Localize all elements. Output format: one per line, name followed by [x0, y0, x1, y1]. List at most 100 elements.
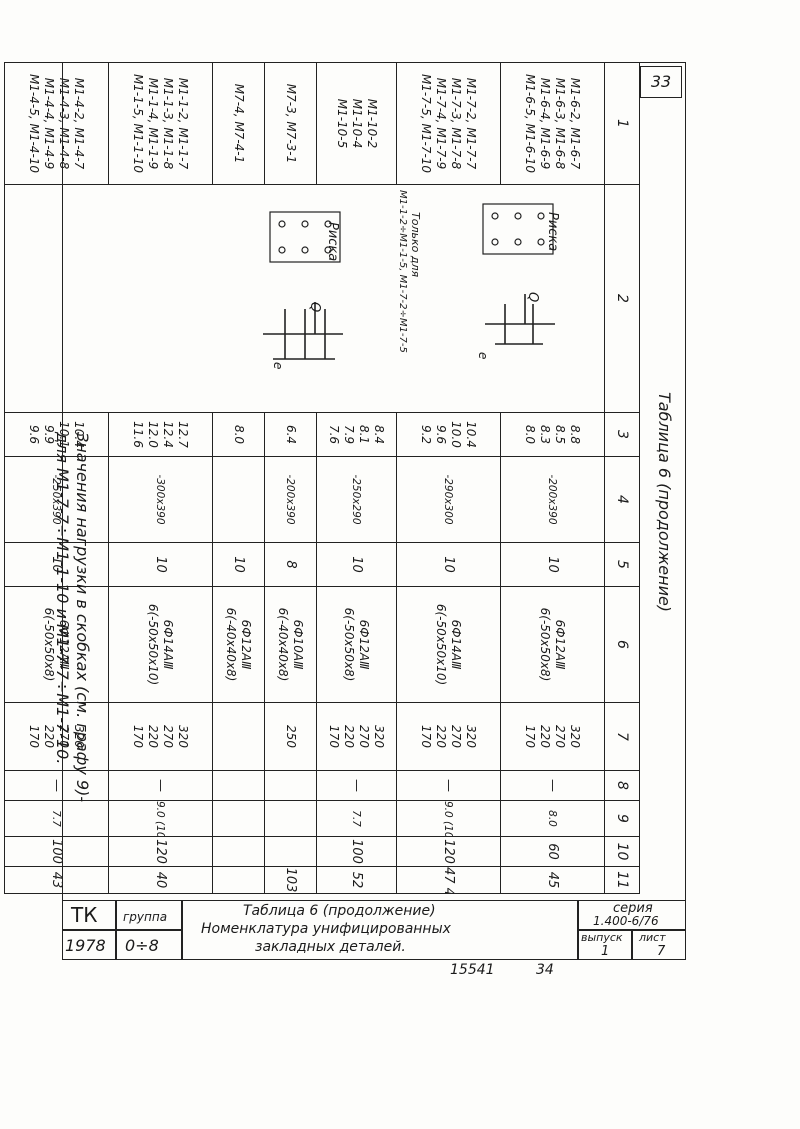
- col10-cell: 100: [4, 836, 109, 867]
- col9-cell: 9.0 (10.9): [396, 800, 501, 837]
- col8-cell: [212, 770, 265, 801]
- count-cell: 8: [264, 542, 317, 587]
- length-value: 320: [568, 725, 583, 748]
- count-cell: 10: [212, 542, 265, 587]
- group-label-cell: группа: [116, 900, 182, 930]
- length-value: 220: [342, 725, 357, 748]
- page-number: 33: [650, 72, 672, 91]
- footnote-line-2: для М1-7-7÷М1-1-10 и М1-7-7÷М1-7-10.: [53, 432, 72, 765]
- group-label: группа: [123, 910, 168, 924]
- series-cell: серия 1.400-6/76: [578, 900, 686, 930]
- sketch-only-for-marks: М1-1-2÷М1-1-5, М1-7-2÷М1-7-5: [397, 190, 408, 353]
- col8-cell: —: [108, 770, 213, 801]
- load-value: 12.7: [176, 421, 191, 448]
- title-block: ТК группа 1978 0÷8 Таблица 6 (продолжени…: [62, 900, 686, 960]
- sketch-cell: [4, 184, 605, 413]
- col-header: 10: [604, 836, 640, 867]
- lengths-cell: 250: [264, 702, 317, 771]
- length-value: 270: [357, 725, 372, 748]
- load-value: 8.5: [553, 424, 568, 445]
- col10-cell: 120: [108, 836, 213, 867]
- title-line-1: Таблица 6 (продолжение): [243, 903, 436, 919]
- col10-cell: [212, 836, 265, 867]
- load-value: 6.4: [284, 424, 298, 445]
- marks-cell: М7-4, М7-4-1: [212, 62, 265, 185]
- sheet-cell: лист 7: [632, 930, 686, 960]
- plate-cell: -200x390: [500, 456, 605, 543]
- count-cell: 10: [316, 542, 397, 587]
- plate-cell: -290x300: [396, 456, 501, 543]
- mark-label: М7-4, М7-4-1: [232, 83, 246, 164]
- length-value: 170: [523, 725, 538, 748]
- tk-label: ТК: [71, 903, 98, 927]
- col9-cell: 9.0 (10.2): [108, 800, 213, 837]
- sketch-label-q-2: Q: [307, 302, 322, 313]
- bar-spec: 6Ф14АⅢ: [161, 619, 176, 670]
- col11-cell: [212, 866, 265, 894]
- bar-spec: 6Ф10АⅢ: [291, 619, 306, 670]
- col-header: 11: [604, 866, 640, 894]
- load-value: 11.6: [131, 421, 146, 448]
- col8-cell: —: [4, 770, 109, 801]
- bar-spec: 6(-50x50x8): [538, 607, 553, 682]
- mark-label: М1-10-5: [335, 98, 349, 149]
- load-value: 9.6: [27, 424, 42, 445]
- col10-cell: [264, 836, 317, 867]
- bar-spec: 6Ф14АⅢ: [449, 619, 464, 670]
- length-value: 170: [419, 725, 434, 748]
- col-header: 6: [604, 586, 640, 703]
- loads-cell: 6.4: [264, 412, 317, 457]
- mark-label: М1-4-4, М1-4-9: [42, 77, 57, 170]
- count-cell: 10: [500, 542, 605, 587]
- mark-label: М1-1-3, М1-1-8: [161, 77, 176, 170]
- issue-label: выпуск: [581, 931, 623, 944]
- mark-label: М1-10-2: [365, 98, 379, 149]
- length-value: 270: [553, 725, 568, 748]
- issue-cell: выпуск 1: [578, 930, 632, 960]
- mark-label: М1-4-3, М1-4-8: [57, 77, 72, 170]
- mark-label: М1-6-4, М1-6-9: [538, 77, 553, 170]
- load-value: 10.4: [464, 421, 479, 448]
- mark-label: М1-7-5, М1-7-10: [419, 73, 434, 174]
- issue-value: 1: [601, 944, 610, 959]
- col11-cell: 45: [500, 866, 605, 894]
- sketch-label-e: e: [476, 352, 490, 360]
- group-value: 0÷8: [125, 936, 159, 955]
- bar-spec: 6Ф12АⅢ: [239, 619, 254, 670]
- year-cell: 1978: [62, 930, 116, 960]
- page-number-box: 33: [640, 66, 682, 98]
- mark-label: М1-1-2, М1-1-7: [176, 77, 191, 170]
- sketch-label-riska-2: Риска: [325, 222, 340, 262]
- length-value: 220: [538, 725, 553, 748]
- col-header: 8: [604, 770, 640, 801]
- length-value: 320: [176, 725, 191, 748]
- col8-cell: —: [396, 770, 501, 801]
- col9-cell: 8.0: [500, 800, 605, 837]
- load-value: 8.8: [568, 424, 583, 445]
- lengths-cell: [212, 702, 265, 771]
- group-value-cell: 0÷8: [116, 930, 182, 960]
- count-cell: 10: [396, 542, 501, 587]
- col10-cell: 120: [396, 836, 501, 867]
- mark-label: М1-7-2, М1-7-7: [464, 77, 479, 170]
- length-value: 270: [161, 725, 176, 748]
- load-value: 7.9: [342, 424, 357, 445]
- load-value: 8.3: [538, 424, 553, 445]
- col9-cell: [264, 800, 317, 837]
- length-value: 270: [449, 725, 464, 748]
- length-value: 320: [464, 725, 479, 748]
